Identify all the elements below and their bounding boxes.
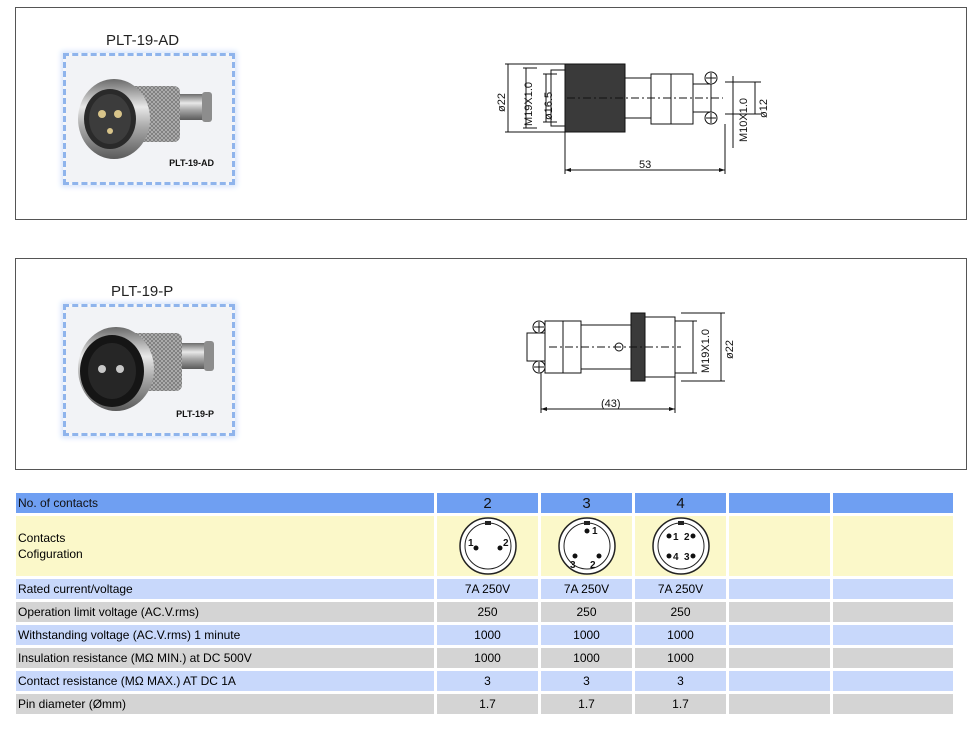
product-panel-plt-19-p: PLT-19-P PLT-19-P bbox=[15, 258, 967, 470]
pin-layout-4-icon: 1 2 4 3 bbox=[651, 517, 710, 575]
pin-label: 1 bbox=[468, 538, 474, 549]
table-row: Pin diameter (Ømm) 1.7 1.7 1.7 bbox=[16, 694, 953, 714]
empty-cell bbox=[729, 579, 830, 599]
table-row: Contact resistance (MΩ MAX.) AT DC 1A 3 … bbox=[16, 671, 953, 691]
row-value: 1000 bbox=[541, 648, 632, 668]
row-label: Contact resistance (MΩ MAX.) AT DC 1A bbox=[16, 671, 434, 691]
product-photo: PLT-19-P bbox=[63, 304, 235, 436]
row-value: 1.7 bbox=[541, 694, 632, 714]
row-label: Withstanding voltage (AC.V.rms) 1 minute bbox=[16, 625, 434, 645]
pin-layout-3-icon: 1 3 2 bbox=[557, 517, 616, 575]
row-value: 1000 bbox=[635, 648, 726, 668]
table-row: Withstanding voltage (AC.V.rms) 1 minute… bbox=[16, 625, 953, 645]
dim-length-43: (43) bbox=[601, 398, 621, 410]
pin-layout-4: 1 2 4 3 bbox=[635, 516, 726, 576]
dim-diameter-12: ø12 bbox=[758, 99, 770, 118]
product-title: PLT-19-P bbox=[111, 283, 174, 300]
row-value: 1000 bbox=[437, 625, 538, 645]
empty-cell bbox=[729, 694, 830, 714]
row-value: 250 bbox=[437, 602, 538, 622]
product-photo: PLT-19-AD bbox=[63, 53, 235, 185]
table-row: Rated current/voltage 7A 250V 7A 250V 7A… bbox=[16, 579, 953, 599]
connector-socket-icon bbox=[66, 307, 232, 433]
table-header-row: No. of contacts 2 3 4 bbox=[16, 493, 953, 513]
dim-diameter-22: ø22 bbox=[724, 340, 736, 359]
header-contacts-4: 4 bbox=[635, 493, 726, 513]
pin-layout-2: 1 2 bbox=[437, 516, 538, 576]
header-contacts-2: 2 bbox=[437, 493, 538, 513]
row-value: 1000 bbox=[541, 625, 632, 645]
empty-cell bbox=[833, 493, 953, 513]
pin-layout-2-icon: 1 2 bbox=[458, 517, 517, 575]
row-value: 7A 250V bbox=[635, 579, 726, 599]
empty-cell bbox=[833, 625, 953, 645]
technical-drawing: ø22 M19X1.0 ø16.5 53 M10X1.0 ø12 bbox=[496, 63, 770, 174]
product-title: PLT-19-AD bbox=[106, 32, 180, 49]
config-label-line2: Cofiguration bbox=[18, 547, 83, 561]
pin-label: 3 bbox=[684, 552, 690, 563]
pin-label: 4 bbox=[673, 552, 679, 563]
pin-label: 3 bbox=[570, 560, 576, 571]
pin-label: 2 bbox=[590, 560, 596, 571]
row-value: 3 bbox=[541, 671, 632, 691]
spec-table: No. of contacts 2 3 4 Contacts Cofigurat… bbox=[13, 490, 956, 717]
row-value: 1.7 bbox=[437, 694, 538, 714]
dim-thread-m19: M19X1.0 bbox=[523, 82, 535, 126]
dim-thread-m10: M10X1.0 bbox=[738, 98, 750, 142]
row-label: Operation limit voltage (AC.V.rms) bbox=[16, 602, 434, 622]
dim-diameter-16-5: ø16.5 bbox=[543, 92, 555, 120]
empty-cell bbox=[729, 602, 830, 622]
header-label: No. of contacts bbox=[16, 493, 434, 513]
table-row: Insulation resistance (MΩ MIN.) at DC 50… bbox=[16, 648, 953, 668]
empty-cell bbox=[833, 516, 953, 576]
empty-cell bbox=[833, 648, 953, 668]
empty-cell bbox=[729, 625, 830, 645]
row-label: Pin diameter (Ømm) bbox=[16, 694, 434, 714]
empty-cell bbox=[833, 671, 953, 691]
empty-cell bbox=[729, 648, 830, 668]
empty-cell bbox=[833, 694, 953, 714]
dim-diameter-22: ø22 bbox=[496, 93, 508, 112]
dim-length-53: 53 bbox=[639, 159, 651, 171]
pin-label: 2 bbox=[503, 538, 509, 549]
table-row: Operation limit voltage (AC.V.rms) 250 2… bbox=[16, 602, 953, 622]
empty-cell bbox=[833, 602, 953, 622]
empty-cell bbox=[833, 579, 953, 599]
pin-label: 2 bbox=[684, 532, 690, 543]
row-value: 1000 bbox=[635, 625, 726, 645]
connector-plug-icon bbox=[66, 56, 232, 182]
header-contacts-3: 3 bbox=[541, 493, 632, 513]
dim-thread-m19: M19X1.0 bbox=[700, 329, 712, 373]
row-value: 1000 bbox=[437, 648, 538, 668]
row-label: Insulation resistance (MΩ MIN.) at DC 50… bbox=[16, 648, 434, 668]
row-value: 7A 250V bbox=[541, 579, 632, 599]
photo-caption: PLT-19-P bbox=[176, 409, 214, 419]
row-value: 250 bbox=[541, 602, 632, 622]
row-value: 7A 250V bbox=[437, 579, 538, 599]
empty-cell bbox=[729, 671, 830, 691]
pin-label: 1 bbox=[592, 526, 598, 537]
pin-layout-3: 1 3 2 bbox=[541, 516, 632, 576]
empty-cell bbox=[729, 516, 830, 576]
photo-caption: PLT-19-AD bbox=[169, 158, 214, 168]
pin-label: 1 bbox=[673, 532, 679, 543]
config-row: Contacts Cofiguration 1 2 1 bbox=[16, 516, 953, 576]
config-label-line1: Contacts bbox=[18, 531, 66, 545]
row-value: 1.7 bbox=[635, 694, 726, 714]
product-panel-plt-19-ad: PLT-19-AD bbox=[15, 7, 967, 220]
row-value: 3 bbox=[635, 671, 726, 691]
empty-cell bbox=[729, 493, 830, 513]
technical-drawing: (43) M19X1.0 ø22 bbox=[526, 312, 736, 413]
row-label: Rated current/voltage bbox=[16, 579, 434, 599]
row-value: 250 bbox=[635, 602, 726, 622]
config-label: Contacts Cofiguration bbox=[16, 516, 434, 576]
row-value: 3 bbox=[437, 671, 538, 691]
